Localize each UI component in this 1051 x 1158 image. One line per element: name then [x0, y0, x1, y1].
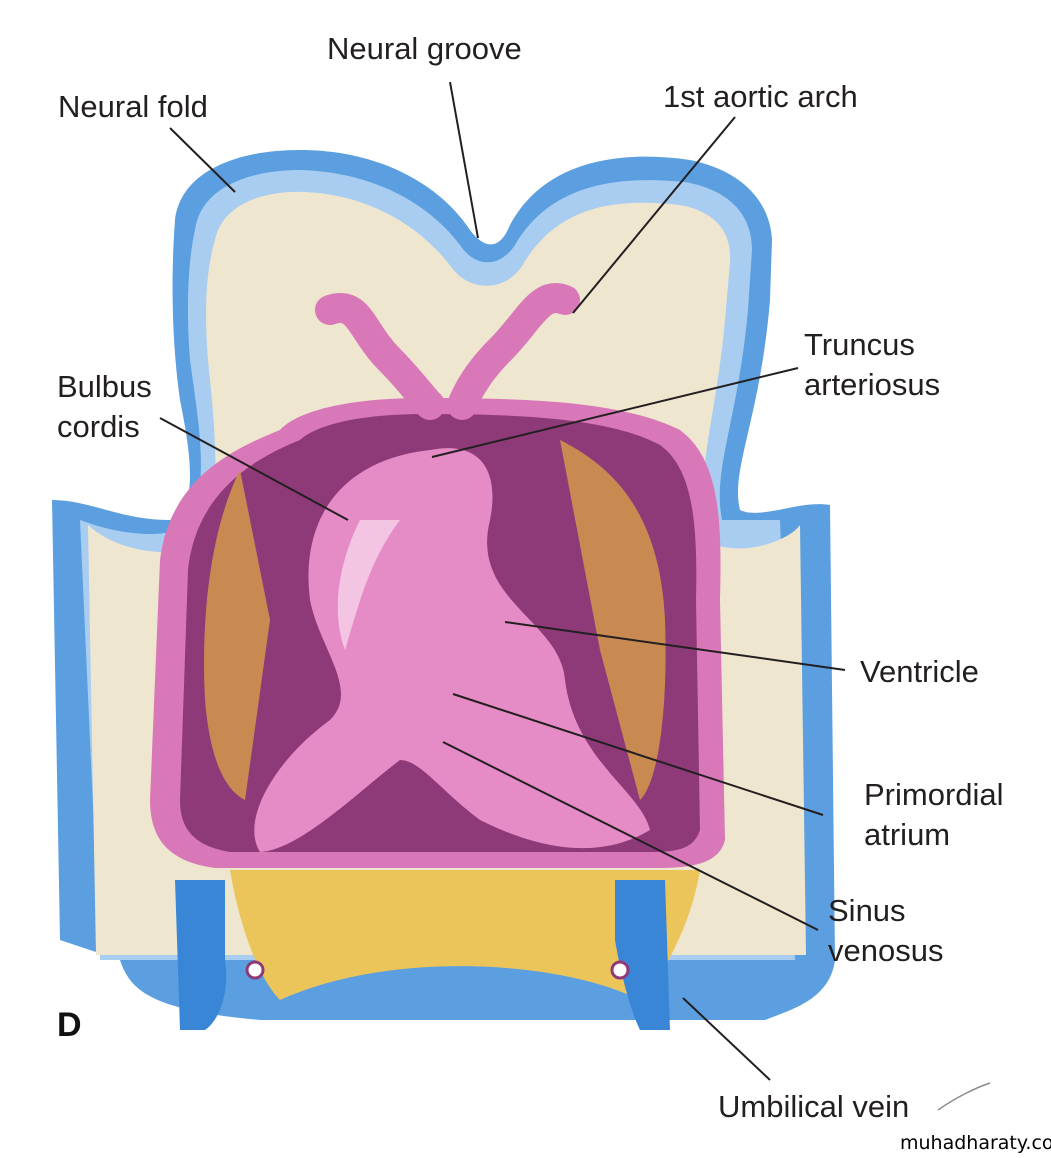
- leader-primordial: [452, 693, 824, 816]
- label-aortic-arch: 1st aortic arch: [663, 79, 858, 114]
- label-bulbus-line2: cordis: [57, 409, 140, 444]
- label-primordial-line2: atrium: [864, 817, 951, 852]
- watermark: muhadharaty.com: [900, 1132, 1051, 1154]
- left-vein: [175, 880, 227, 1030]
- left-vein-opening: [245, 960, 265, 980]
- leader-neural-groove: [449, 81, 479, 239]
- leader-umbilical: [682, 997, 771, 1081]
- label-primordial-line1: Primordial: [864, 777, 1004, 812]
- label-neural-fold: Neural fold: [58, 89, 208, 124]
- label-umbilical-vein: Umbilical vein: [718, 1089, 910, 1124]
- orange-wall-right: [560, 440, 666, 800]
- leader-neural-fold: [169, 127, 236, 193]
- right-vein: [615, 880, 670, 1030]
- leader-lines: [159, 81, 846, 1081]
- label-neural-groove: Neural groove: [327, 31, 522, 66]
- aortic-arch-left: [315, 293, 445, 420]
- aortic-arch-right: [447, 283, 580, 420]
- leader-bulbus: [159, 417, 349, 521]
- label-bulbus-line1: Bulbus: [57, 369, 152, 404]
- right-vein-opening: [610, 960, 630, 980]
- label-truncus-line2: arteriosus: [804, 367, 941, 402]
- pen-stroke: [937, 1082, 991, 1111]
- heart-highlight: [337, 520, 400, 650]
- label-sinus-line2: venosus: [828, 933, 944, 968]
- label-truncus-line1: Truncus: [804, 327, 915, 362]
- leader-truncus: [431, 367, 799, 458]
- label-ventricle: Ventricle: [860, 654, 979, 689]
- leader-ventricle: [504, 621, 846, 671]
- yellow-floor: [230, 870, 700, 1000]
- label-sinus-line1: Sinus: [828, 893, 906, 928]
- panel-letter: D: [57, 1006, 82, 1044]
- leader-sinus: [442, 741, 819, 931]
- leader-aortic-arch: [572, 116, 736, 314]
- orange-wall-left: [204, 470, 270, 800]
